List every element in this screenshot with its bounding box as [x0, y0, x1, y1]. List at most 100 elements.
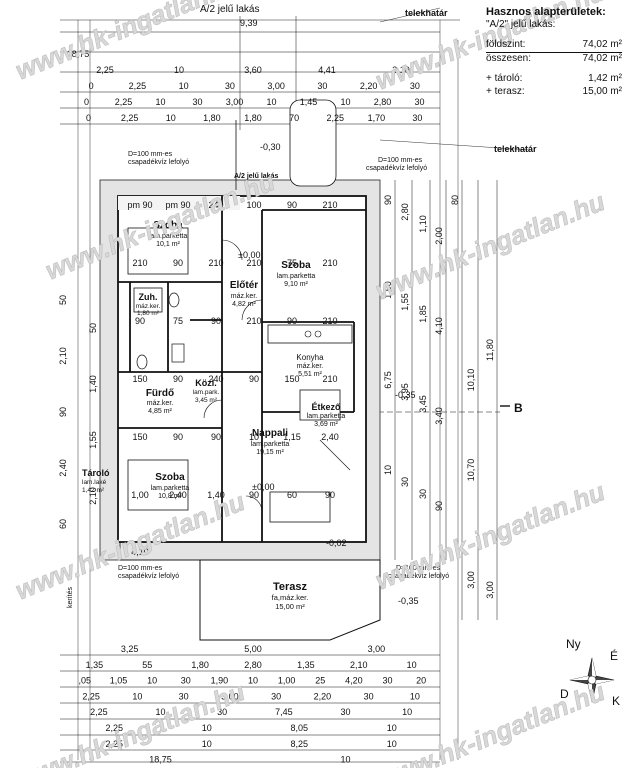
dimension-label: 1,80	[203, 113, 221, 123]
room-floor: máz.ker.	[231, 293, 258, 300]
dimension-label: 3,00	[485, 581, 495, 599]
dimension-label: 3,40	[434, 407, 444, 425]
drain-note-line: csapadékvíz lefolyó	[388, 573, 449, 580]
dimension-label: 2,25	[82, 691, 100, 701]
dimension-label: 10	[202, 739, 212, 749]
level-marker: -0,30	[260, 142, 281, 152]
summary-row-label: + terasz:	[486, 85, 525, 97]
room-floor: lam.parketta	[151, 485, 190, 492]
dimension-label: 30	[317, 81, 327, 91]
dimension-label: 90	[58, 407, 68, 417]
sofa	[269, 491, 331, 523]
dimension-label: 0	[86, 113, 91, 123]
dimension-label: 3,00	[221, 691, 239, 701]
summary-row: összesen: 74,02 m²	[486, 53, 622, 66]
summary-row: + terasz: 15,00 m²	[486, 86, 622, 99]
room-konyha: Konyha máz.ker. 5,51 m²	[296, 353, 324, 378]
dimension-label: 1,40	[207, 490, 225, 500]
dimension-label: 1,35	[297, 660, 315, 670]
dimension-label: 20	[416, 676, 426, 686]
dimension-label: 2,80	[400, 203, 410, 221]
room-area: 4,82 m²	[232, 301, 256, 308]
room-area: 19,15 m²	[256, 449, 284, 456]
dimension-label: 2,40	[321, 432, 339, 442]
dimension-label: 2,10	[350, 660, 368, 670]
dimension-label: 150	[132, 432, 147, 442]
dimension-label: 1,55	[88, 431, 98, 449]
compass-north: É	[610, 648, 618, 663]
dimension-label: 1,10	[418, 215, 428, 233]
room-eloter: Előtér máz.ker. 4,82 m²	[230, 280, 258, 308]
dimension-label: 4,20	[345, 676, 363, 686]
dimension-label: 10,70	[466, 459, 476, 482]
dimension-label: 30	[225, 81, 235, 91]
dimension-label: 210	[322, 374, 337, 384]
summary-row-value: 1,42 m²	[588, 73, 622, 84]
entry-porch	[118, 196, 240, 210]
summary-row-label: földszint:	[486, 39, 526, 50]
room-floor: lam.parketta	[149, 233, 188, 240]
dimension-label: 3,00	[368, 644, 386, 654]
dimension-label: 3,00	[226, 97, 244, 107]
room-name: Étkező	[311, 402, 341, 412]
boundary-leader	[379, 7, 441, 23]
dimension-label: 2,10	[58, 347, 68, 365]
room-name: Terasz	[273, 581, 308, 593]
dimension-label: pm 90	[127, 200, 152, 210]
dimension-label: 90	[135, 316, 145, 326]
dimension-label: 10	[147, 676, 157, 686]
room-floor: lam.parketta	[251, 441, 290, 448]
summary-row-value: 15,00 m²	[582, 85, 622, 97]
dimension-label: 0	[84, 97, 89, 107]
room-terasz: Terasz fa,máz.ker. 15,00 m²	[272, 581, 309, 611]
dimension-label: 2,10	[88, 487, 98, 505]
dimension-label: 90	[211, 316, 221, 326]
dimension-label: 1,05	[110, 676, 128, 686]
room-area: 1,42 m²	[82, 487, 105, 494]
dimension-label: 1,70	[368, 113, 386, 123]
room-floor: fa,máz.ker.	[272, 593, 309, 602]
summary-row-value: 74,02 m²	[582, 39, 622, 50]
interior-walls	[118, 196, 366, 542]
dimension-label: 2,25	[90, 707, 108, 717]
summary-row-value: 74,02 m²	[582, 52, 622, 64]
dimension-label: 10	[202, 723, 212, 733]
dimension-label: 4,41	[318, 65, 336, 75]
dimension-label: 30	[192, 97, 202, 107]
dimension-label: 10	[383, 465, 393, 475]
room-szoba-1: Szoba lam.parketta 9,10 m²	[277, 260, 316, 288]
right-dimension-lines	[360, 180, 500, 620]
dimension-label: 5,00	[244, 644, 262, 654]
room-area: 5,51 m²	[298, 371, 322, 378]
area-summary: Hasznos alapterületek: "A/2" jelű lakás:…	[486, 6, 622, 98]
dimension-label: 3,25	[121, 644, 139, 654]
room-name: Közl.	[195, 378, 217, 388]
room-floor: lam.laké	[82, 479, 107, 486]
room-floor: lam.park.	[193, 389, 220, 396]
room-area: 4,85 m²	[148, 408, 172, 415]
dimension-label: 30	[271, 691, 281, 701]
room-name: Szoba	[153, 220, 183, 231]
bed	[127, 227, 189, 275]
dimension-label: 80	[450, 195, 460, 205]
dimension-label: 2,20	[360, 81, 378, 91]
room-name: Fürdő	[146, 388, 174, 399]
drain-note-line: csapadékvíz lefolyó	[128, 159, 189, 166]
drain-note-line: csapadékvíz lefolyó	[118, 573, 179, 580]
level-marker: -0,35	[395, 390, 416, 400]
dimension-label: 0	[89, 81, 94, 91]
dimension-label: 2,25	[105, 723, 123, 733]
dimension-label: 3,00	[466, 571, 476, 589]
dimension-label: 6,75	[383, 371, 393, 389]
dimension-label: 2,25	[121, 113, 139, 123]
bottom-dimension-lines	[60, 654, 440, 763]
parked-car	[289, 99, 337, 187]
dimension-label: 2,25	[96, 65, 114, 75]
summary-row-label: összesen:	[486, 52, 532, 64]
room-floor: máz.ker.	[147, 400, 174, 407]
room-area: 15,00 m²	[275, 602, 305, 611]
dimension-label: 10	[340, 755, 350, 765]
